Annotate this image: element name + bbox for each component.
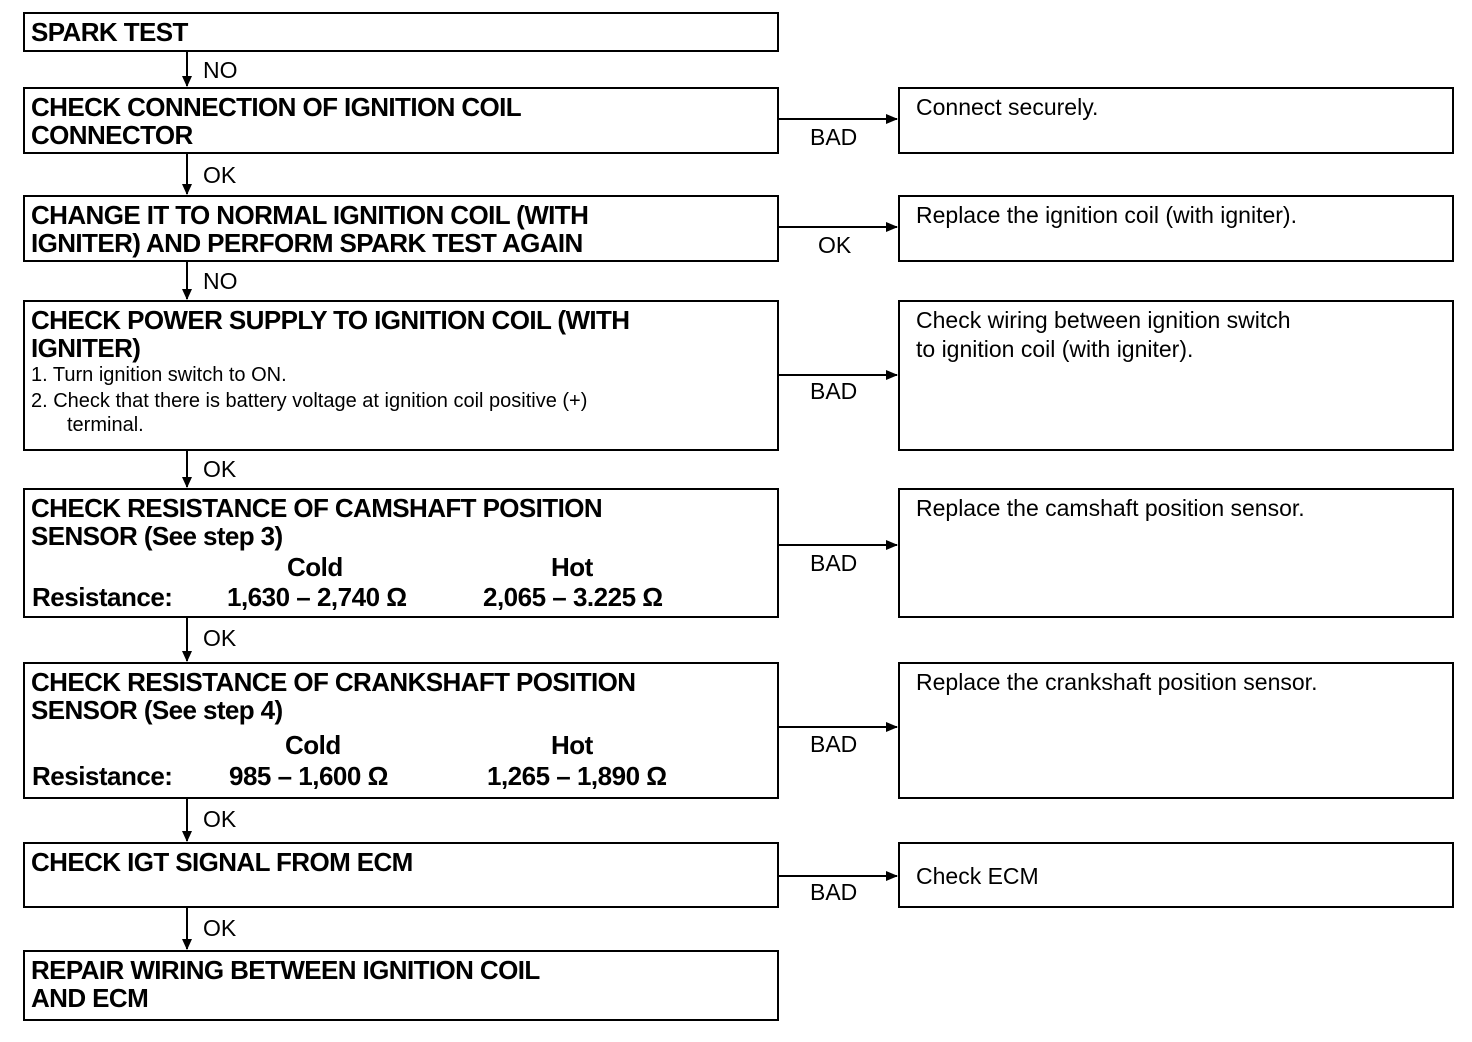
right-arrowhead-2 <box>886 222 898 232</box>
branch-label-1: BAD <box>810 124 858 150</box>
branch-label-6: BAD <box>810 879 858 905</box>
action-text: Connect securely. <box>916 94 1099 120</box>
step-check-power-supply: CHECK POWER SUPPLY TO IGNITION COIL (WIT… <box>23 300 779 451</box>
action-replace-coil: Replace the ignition coil (with igniter)… <box>898 195 1454 262</box>
step-title: CHECK RESISTANCE OF CRANKSHAFT POSITION … <box>31 667 636 725</box>
step-instruction-2-text: 2. Check that there is battery voltage a… <box>31 390 588 412</box>
hot-header: Hot <box>551 552 593 582</box>
step-title: SPARK TEST <box>31 17 188 47</box>
step-change-coil: CHANGE IT TO NORMAL IGNITION COIL (WITH … <box>23 195 779 262</box>
action-text: Check ECM <box>916 863 1039 889</box>
down-label-2: OK <box>203 162 237 188</box>
branch-label-3: BAD <box>810 378 858 404</box>
down-label-1: NO <box>203 57 238 83</box>
down-label-6: OK <box>203 806 237 832</box>
action-text: Check wiring between ignition switch to … <box>916 307 1291 362</box>
action-text: Replace the camshaft position sensor. <box>916 495 1305 521</box>
branch-label-4: BAD <box>810 550 858 576</box>
down-arrowhead-6 <box>182 831 192 842</box>
down-arrowhead-1 <box>182 76 192 87</box>
action-connect-securely: Connect securely. <box>898 87 1454 154</box>
action-replace-crankshaft-sensor: Replace the crankshaft position sensor. <box>898 662 1454 799</box>
right-arrowhead-4 <box>886 540 898 550</box>
branch-label-5: BAD <box>810 731 858 757</box>
step-title: CHECK CONNECTION OF IGNITION COIL CONNEC… <box>31 92 522 150</box>
step-repair-wiring: REPAIR WIRING BETWEEN IGNITION COIL AND … <box>23 950 779 1021</box>
action-text: Replace the ignition coil (with igniter)… <box>916 202 1297 228</box>
step-instruction-1: 1. Turn ignition switch to ON. <box>31 364 287 386</box>
cold-value: 1,630 – 2,740 Ω <box>227 582 407 612</box>
down-label-7: OK <box>203 915 237 941</box>
action-check-ecm: Check ECM <box>898 842 1454 908</box>
step-camshaft-resistance: CHECK RESISTANCE OF CAMSHAFT POSITION SE… <box>23 488 779 618</box>
step-title: CHECK RESISTANCE OF CAMSHAFT POSITION SE… <box>31 493 603 551</box>
down-arrowhead-3 <box>182 289 192 300</box>
step-title: CHECK POWER SUPPLY TO IGNITION COIL (WIT… <box>31 305 630 363</box>
down-label-4: OK <box>203 456 237 482</box>
down-label-3: NO <box>203 268 238 294</box>
step-check-igt-signal: CHECK IGT SIGNAL FROM ECM <box>23 842 779 908</box>
right-arrowhead-3 <box>886 370 898 380</box>
hot-header: Hot <box>551 730 593 760</box>
down-arrowhead-5 <box>182 651 192 662</box>
hot-value: 1,265 – 1,890 Ω <box>487 761 667 791</box>
action-replace-camshaft-sensor: Replace the camshaft position sensor. <box>898 488 1454 618</box>
down-arrowhead-4 <box>182 477 192 488</box>
step-spark-test: SPARK TEST <box>23 12 779 52</box>
resistance-label: Resistance: <box>32 761 173 791</box>
down-label-5: OK <box>203 625 237 651</box>
step-title: CHECK IGT SIGNAL FROM ECM <box>31 847 413 877</box>
cold-header: Cold <box>287 552 343 582</box>
step-instruction-2: 2. Check that there is battery voltage a… <box>25 388 777 436</box>
right-arrowhead-5 <box>886 722 898 732</box>
action-check-wiring: Check wiring between ignition switch to … <box>898 300 1454 451</box>
step-title: CHANGE IT TO NORMAL IGNITION COIL (WITH … <box>31 200 589 258</box>
branch-label-2: OK <box>818 232 852 258</box>
cold-value: 985 – 1,600 Ω <box>229 761 388 791</box>
right-arrowhead-1 <box>886 114 898 124</box>
right-arrowhead-6 <box>886 871 898 881</box>
down-arrowhead-7 <box>182 939 192 950</box>
cold-header: Cold <box>285 730 341 760</box>
hot-value: 2,065 – 3.225 Ω <box>483 582 663 612</box>
step-title: REPAIR WIRING BETWEEN IGNITION COIL AND … <box>31 955 540 1013</box>
resistance-label: Resistance: <box>32 582 173 612</box>
down-arrowhead-2 <box>182 184 192 195</box>
step-instruction-2-cont: terminal. <box>67 414 144 436</box>
action-text: Replace the crankshaft position sensor. <box>916 669 1318 695</box>
step-check-connection: CHECK CONNECTION OF IGNITION COIL CONNEC… <box>23 87 779 154</box>
step-crankshaft-resistance: CHECK RESISTANCE OF CRANKSHAFT POSITION … <box>23 662 779 799</box>
